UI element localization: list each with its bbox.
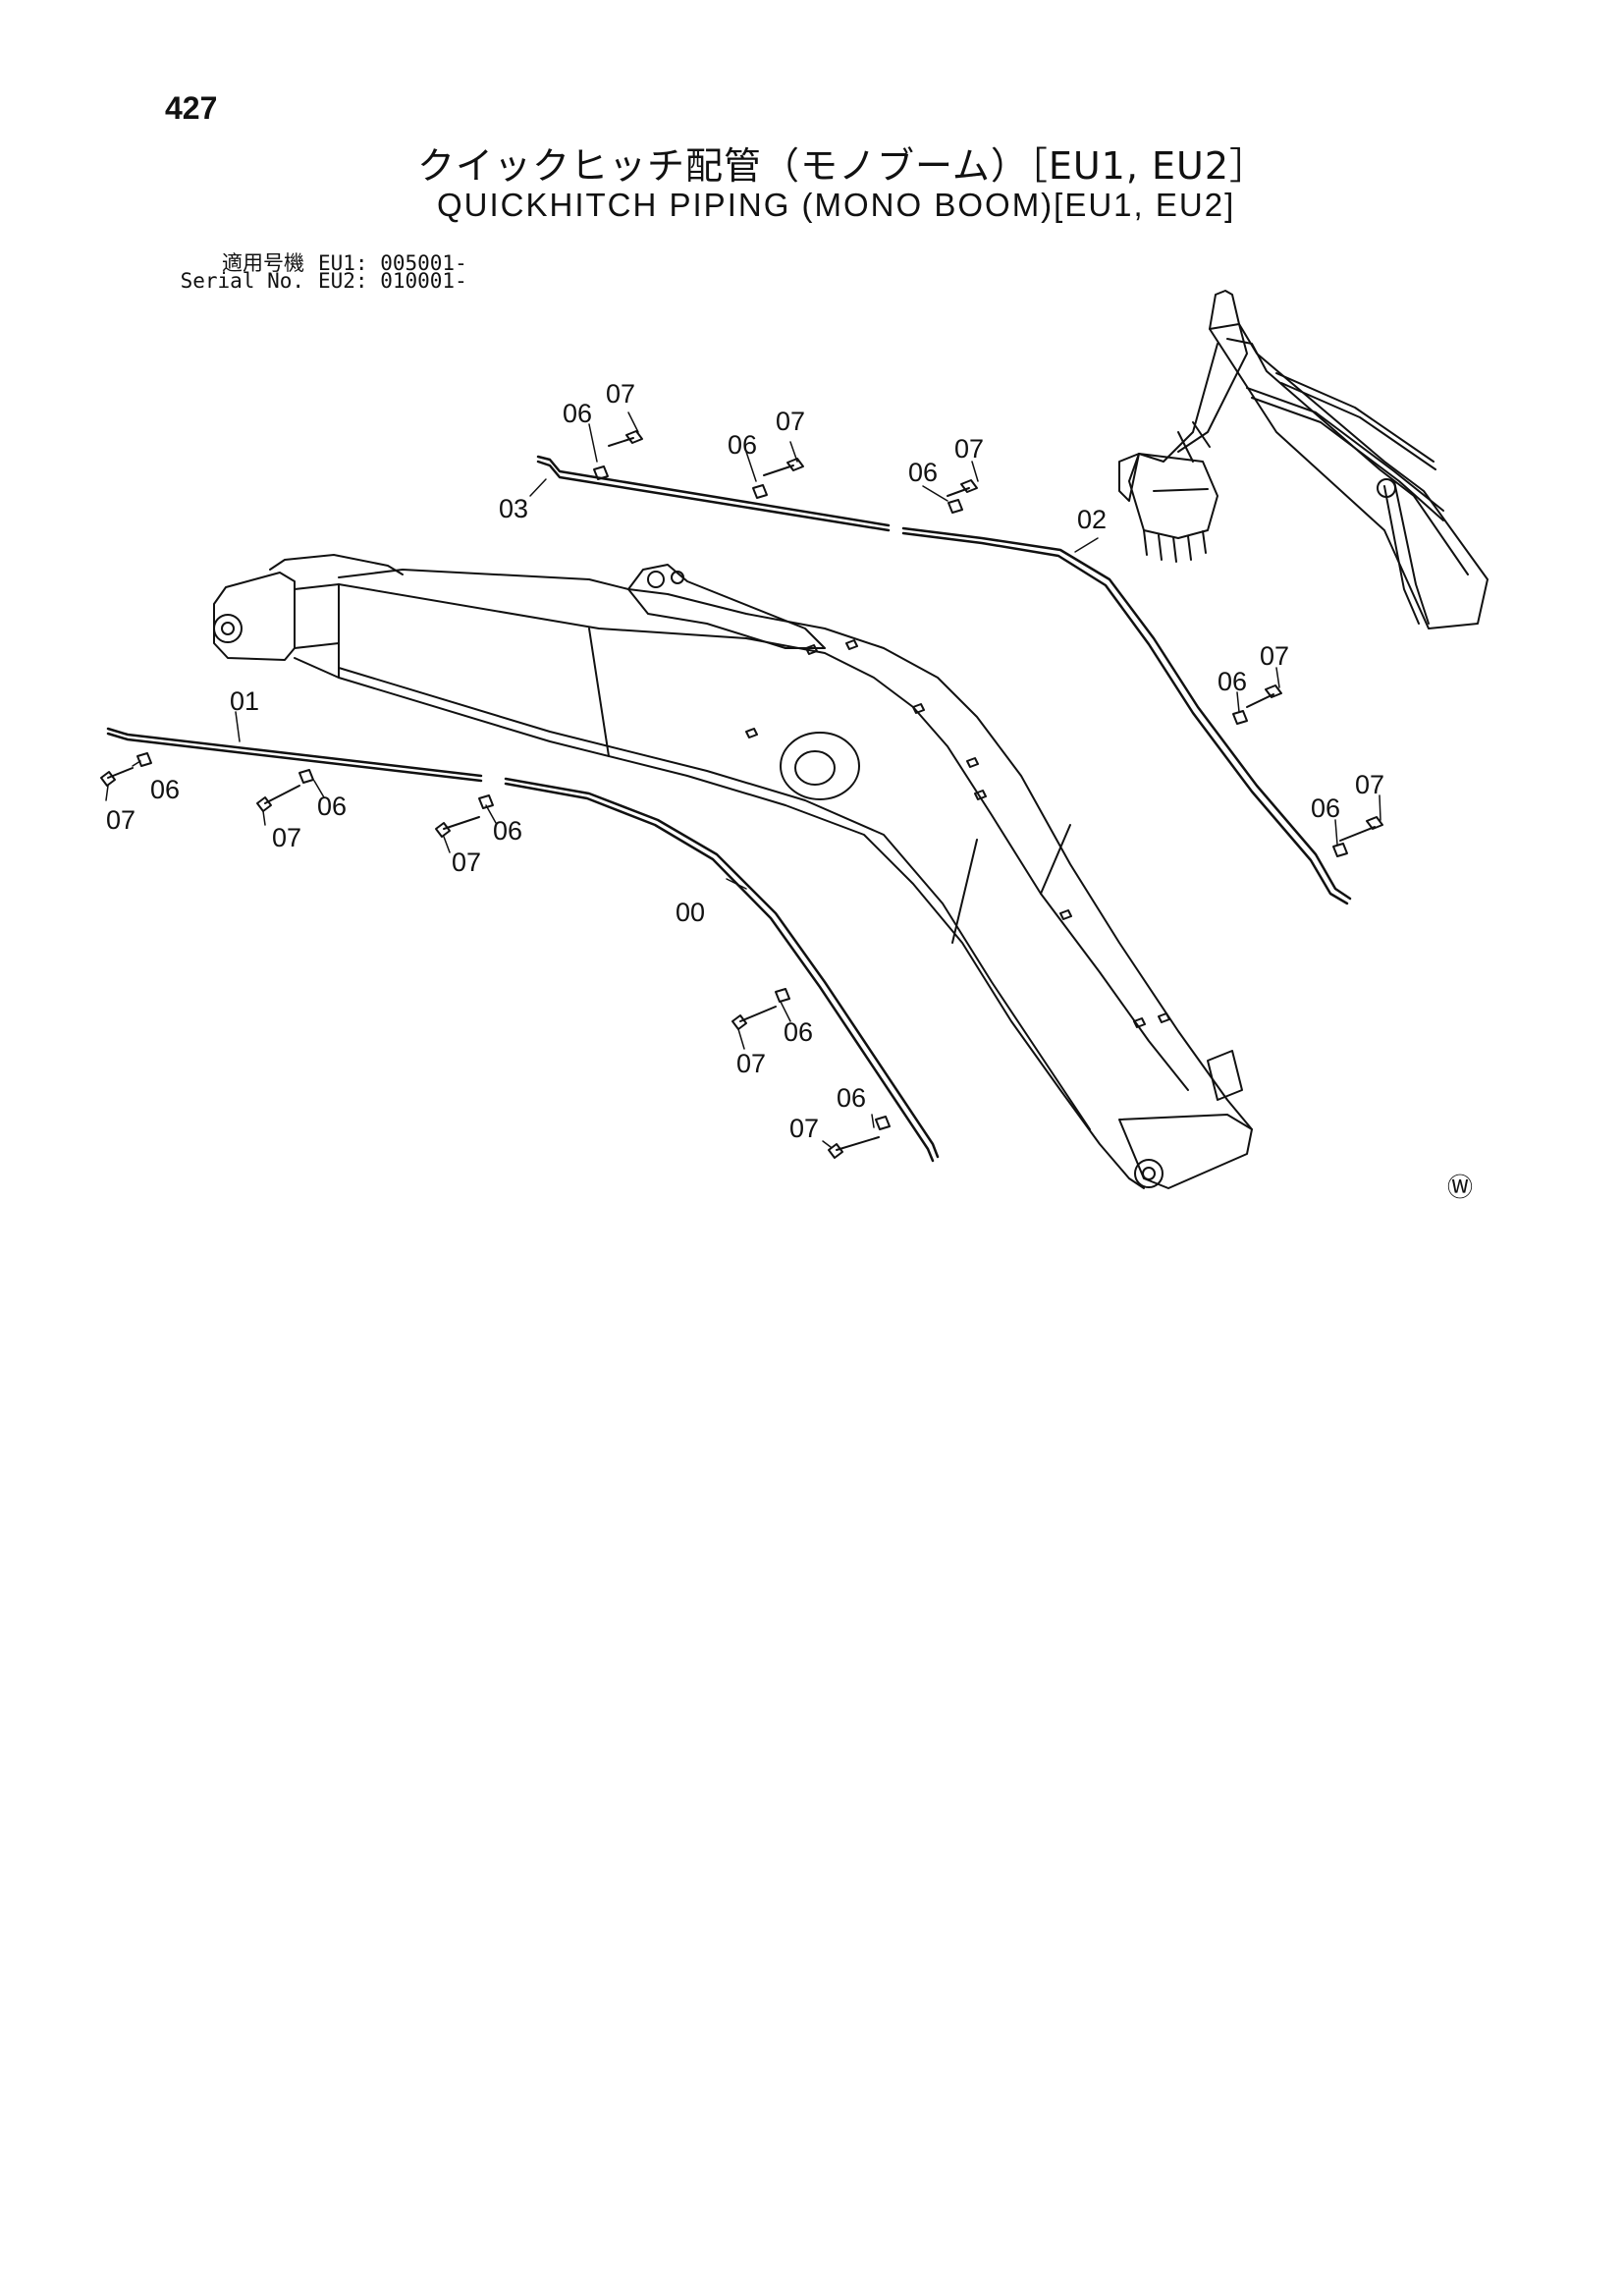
callout-02: 02 xyxy=(1077,505,1107,534)
callout-07: 07 xyxy=(736,1049,766,1078)
boom xyxy=(213,554,1253,1189)
callout-06: 06 xyxy=(1311,793,1340,823)
callout-06: 06 xyxy=(150,775,180,804)
callout-07: 07 xyxy=(606,379,635,409)
callout-06: 06 xyxy=(908,458,938,487)
callout-03: 03 xyxy=(499,494,528,523)
page-number: 427 xyxy=(165,90,218,126)
fasteners xyxy=(100,430,1383,1159)
callout-06: 06 xyxy=(563,399,592,428)
serial-eu2: EU2: 010001- xyxy=(318,269,467,293)
callout-07: 07 xyxy=(954,434,984,464)
callout-07: 07 xyxy=(1260,641,1289,671)
page-title-japanese: クイックヒッチ配管（モノブーム）［EU1, EU2］ xyxy=(417,144,1269,188)
callout-00: 00 xyxy=(676,898,705,927)
page-title-english: QUICKHITCH PIPING (MONO BOOM)[EU1, EU2] xyxy=(437,187,1236,223)
inset-excavator-front xyxy=(1118,290,1489,629)
callout-07: 07 xyxy=(452,847,481,877)
callout-labels: 03 02 01 00 06 07 06 07 06 07 06 07 06 0… xyxy=(106,379,1473,1203)
corner-mark: Ⓦ xyxy=(1447,1174,1473,1203)
serial-label-english: Serial No. xyxy=(180,269,304,293)
callout-07: 07 xyxy=(789,1114,819,1143)
callout-07: 07 xyxy=(106,805,135,835)
callout-06: 06 xyxy=(728,430,757,460)
callout-06: 06 xyxy=(837,1083,866,1113)
callout-07: 07 xyxy=(1355,770,1384,799)
pipes xyxy=(106,455,1352,1163)
callout-06: 06 xyxy=(317,792,347,821)
callout-07: 07 xyxy=(272,823,301,852)
serial-row-eu1: 適用号機 EU1: 005001- xyxy=(167,247,467,277)
callout-06: 06 xyxy=(784,1017,813,1047)
serial-eu1: EU1: 005001- xyxy=(318,251,467,275)
serial-row-eu2: Serial No. EU2: 010001- xyxy=(167,269,467,293)
callout-06: 06 xyxy=(493,816,522,846)
callout-06: 06 xyxy=(1218,667,1247,696)
serial-label-japanese: 適用号機 xyxy=(222,251,304,275)
callout-01: 01 xyxy=(230,686,259,716)
callout-07: 07 xyxy=(776,407,805,436)
leader-lines xyxy=(105,411,1381,1148)
